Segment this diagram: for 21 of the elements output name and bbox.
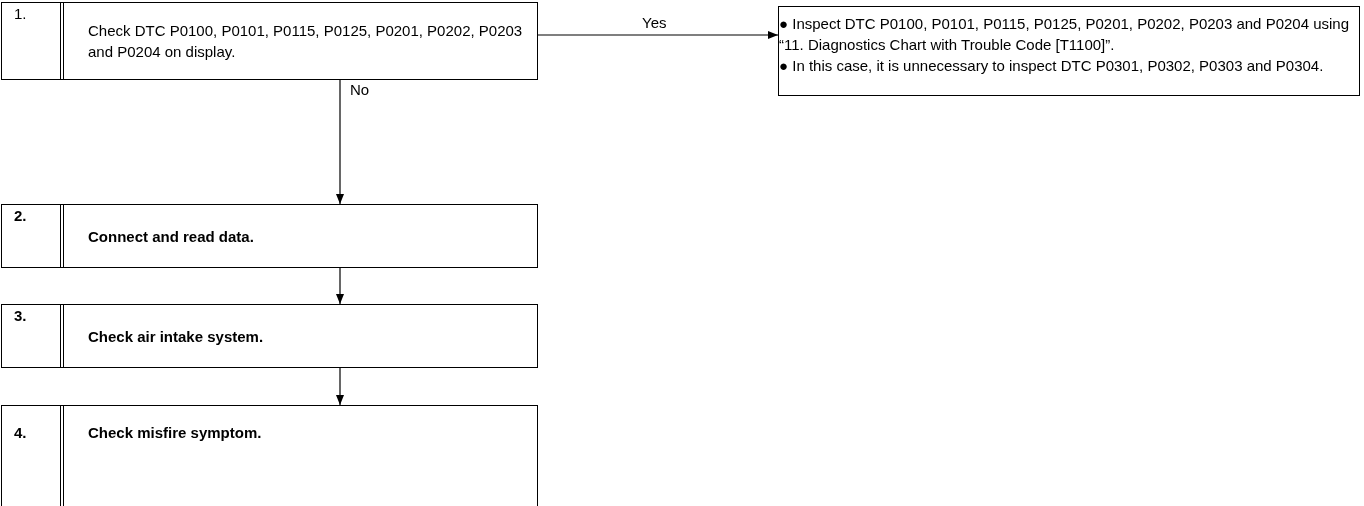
note-box	[778, 6, 1360, 96]
edge-label: Yes	[640, 15, 669, 30]
arrow	[336, 79, 344, 205]
step-number: 2.	[14, 206, 27, 226]
step-number: 1.	[14, 4, 27, 24]
step-text: Check DTC P0100, P0101, P0115, P0125, P0201, P0202, P0203 and P0204 on display.	[88, 21, 524, 62]
arrow	[336, 267, 344, 305]
edge-label: No	[348, 82, 372, 97]
step-text: Check air intake system.	[88, 326, 264, 347]
note-text: ● In this case, it is unnecessary to inspect DTC P0301, P0302, P0303 and P0304.	[779, 56, 1325, 76]
step-box	[1, 204, 538, 268]
note-text: ● Inspect DTC P0100, P0101, P0115, P0125, P0201, P0202, P0203 and P0204 using “11. Diagnostics Chart with Trouble Code [T1100]”.	[779, 14, 1351, 55]
step-number: 3.	[14, 306, 27, 326]
step-number: 4.	[14, 423, 27, 443]
step-box	[1, 405, 538, 506]
step-text: Connect and read data.	[88, 226, 254, 247]
step-box	[1, 304, 538, 368]
arrow	[336, 367, 344, 406]
step-text: Check misfire symptom.	[88, 423, 262, 443]
step-box	[1, 2, 538, 80]
arrow	[537, 31, 779, 39]
